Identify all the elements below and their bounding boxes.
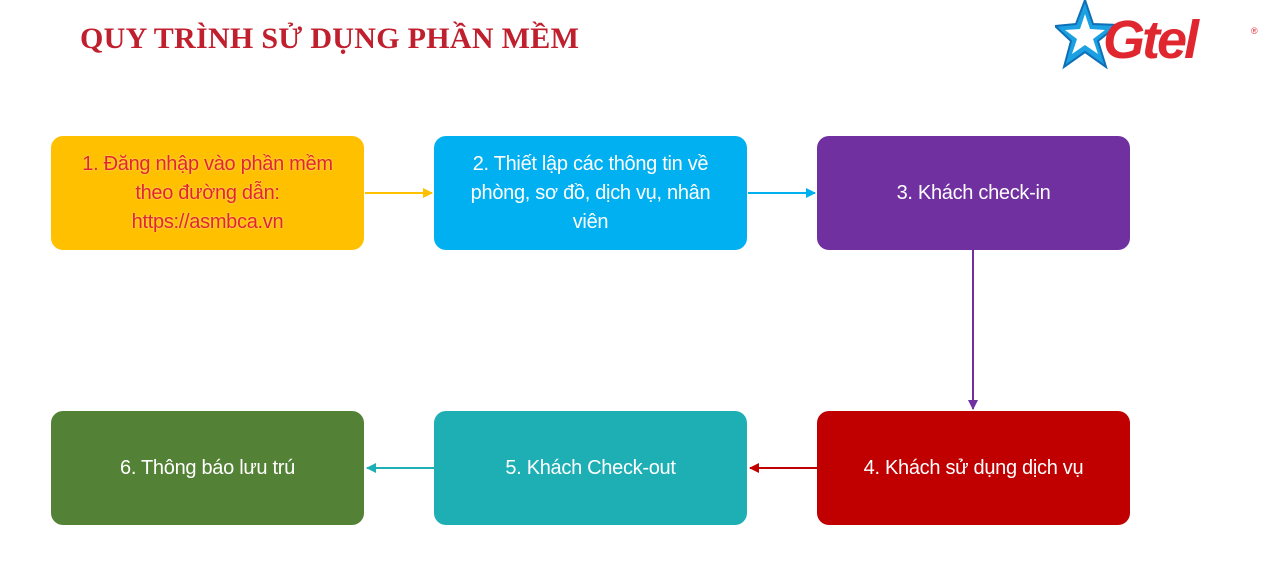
step-1-link[interactable]: https://asmbca.vn [131, 210, 284, 233]
step-2-line-3: viên [572, 210, 609, 233]
step-2-line-2: phòng, sơ đồ, dịch vụ, nhân [470, 181, 711, 204]
step-3-label: 3. Khách check-in [896, 181, 1051, 204]
step-1-line-2: theo đường dẫn: [135, 181, 280, 204]
step-5-check-out: 5. Khách Check-out [434, 411, 747, 525]
star-icon [1055, 0, 1119, 70]
step-4-use-services: 4. Khách sử dụng dịch vụ [817, 411, 1130, 525]
step-5-label: 5. Khách Check-out [505, 456, 676, 479]
step-6-residence-notice: 6. Thông báo lưu trú [51, 411, 364, 525]
step-4-label: 4. Khách sử dụng dịch vụ [863, 456, 1084, 479]
registered-mark: ® [1251, 26, 1258, 36]
logo-wordmark: Gtel [1103, 10, 1199, 70]
step-2-line-1: 2. Thiết lập các thông tin về [472, 152, 709, 175]
step-1-login: 1. Đăng nhập vào phần mềm theo đường dẫn… [51, 136, 364, 250]
step-1-line-1: 1. Đăng nhập vào phần mềm [82, 152, 333, 175]
gtel-logo: Gtel ® [1055, 0, 1270, 80]
page-title: QUY TRÌNH SỬ DỤNG PHẦN MỀM [80, 22, 580, 55]
step-6-label: 6. Thông báo lưu trú [120, 456, 295, 479]
step-3-check-in: 3. Khách check-in [817, 136, 1130, 250]
step-2-setup: 2. Thiết lập các thông tin về phòng, sơ … [434, 136, 747, 250]
